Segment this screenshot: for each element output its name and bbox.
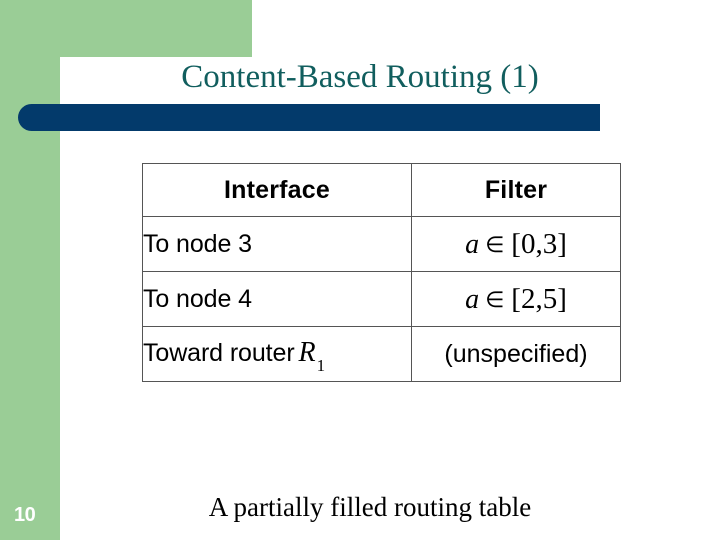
- column-header-filter: Filter: [411, 163, 621, 217]
- column-header-interface: Interface: [142, 163, 412, 217]
- router-symbol: R: [298, 336, 316, 368]
- routing-table-container: Interface Filter To node 3 a∈[0,3] To no…: [142, 163, 621, 382]
- table-caption: A partially filled routing table: [208, 492, 532, 522]
- cell-interface-node4: To node 4: [142, 271, 412, 327]
- cell-filter-node4: a∈[2,5]: [411, 271, 621, 327]
- table-row: To node 4 a∈[2,5]: [142, 271, 621, 327]
- filter-interval: [2,5]: [511, 282, 567, 315]
- cell-filter-node3: a∈[0,3]: [411, 216, 621, 272]
- cell-interface-node3: To node 3: [142, 216, 412, 272]
- routing-table: Interface Filter To node 3 a∈[0,3] To no…: [142, 163, 621, 382]
- element-of-icon: ∈: [485, 287, 505, 313]
- table-header-row: Interface Filter: [142, 163, 621, 217]
- page-number: 10: [14, 504, 36, 526]
- element-of-icon: ∈: [485, 232, 505, 258]
- cell-filter-router: (unspecified): [411, 326, 621, 382]
- page-title: Content-Based Routing (1): [181, 59, 539, 95]
- table-row: To node 3 a∈[0,3]: [142, 216, 621, 272]
- filter-variable: a: [465, 283, 480, 315]
- navy-title-underline-bar: [18, 104, 600, 131]
- router-subscript: 1: [316, 355, 326, 375]
- green-accent-strip-left: [0, 0, 60, 540]
- filter-variable: a: [465, 228, 480, 260]
- filter-interval: [0,3]: [511, 227, 567, 260]
- interface-label: Toward router: [143, 338, 295, 367]
